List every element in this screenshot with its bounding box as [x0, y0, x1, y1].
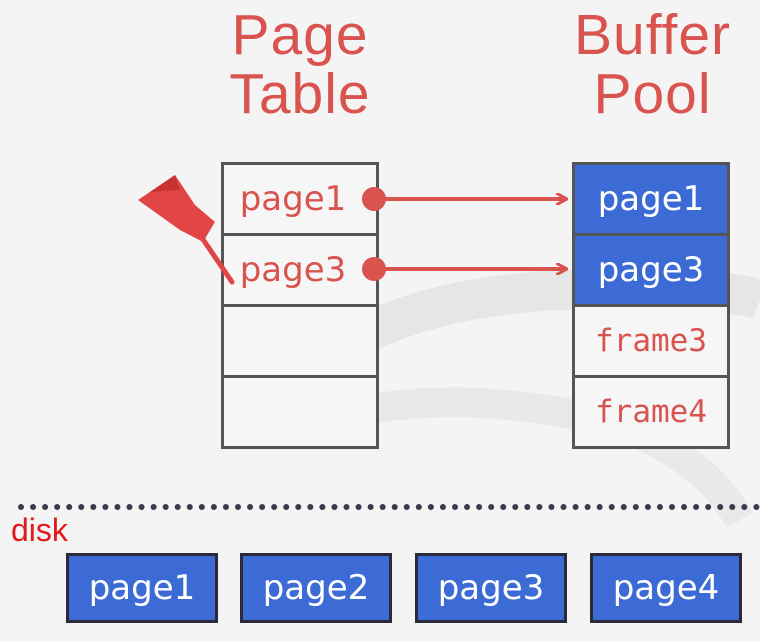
disk-page: page1 — [66, 553, 218, 623]
buffer-pool-title-line2: Pool — [593, 62, 712, 126]
buffer-pool-title-line1: Buffer — [573, 3, 732, 67]
pushpin-icon — [138, 175, 235, 285]
buffer-pool: page1 page3 frame3 frame4 — [572, 162, 730, 449]
disk-page: page3 — [415, 553, 567, 623]
disk-page: page4 — [590, 553, 742, 623]
buffer-pool-title: Buffer Pool — [545, 6, 760, 124]
disk-page: page2 — [240, 553, 392, 623]
page-table-entry-empty — [224, 378, 376, 449]
page-table-title-line2: Table — [229, 62, 371, 126]
page-table-entry-label: page1 — [239, 179, 347, 219]
page-table: page1 page3 — [221, 162, 379, 449]
buffer-frame: page1 — [575, 165, 727, 236]
disk-label: disk — [11, 512, 68, 548]
page-table-entry: page1 — [224, 165, 376, 236]
page-table-entry-label: page3 — [239, 250, 347, 290]
buffer-frame: page3 — [575, 236, 727, 307]
page-table-entry-empty — [224, 307, 376, 378]
page-table-entry: page3 — [224, 236, 376, 307]
buffer-frame-free: frame4 — [575, 378, 727, 449]
page-table-title-line1: Page — [231, 3, 369, 67]
page-table-title: Page Table — [190, 6, 410, 124]
buffer-frame-free: frame3 — [575, 307, 727, 378]
pointer-arrow-page3 — [362, 257, 566, 281]
disk-divider — [18, 504, 760, 510]
pointer-arrow-page1 — [362, 187, 566, 211]
